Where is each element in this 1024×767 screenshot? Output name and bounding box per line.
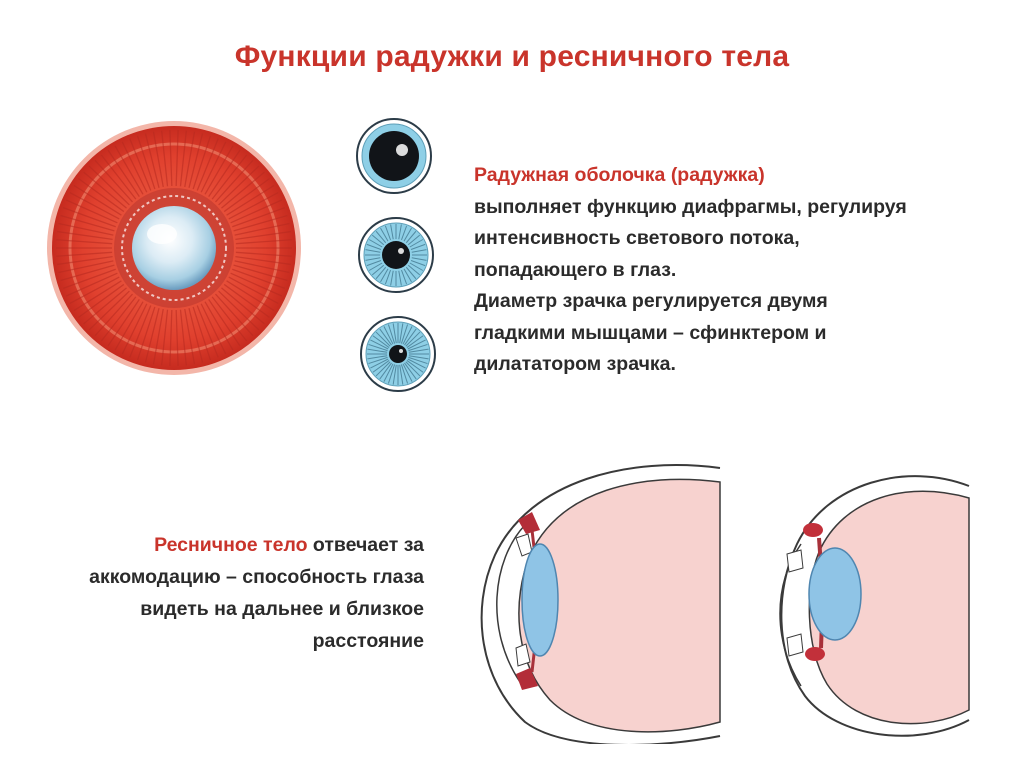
pupil-narrow-illustration bbox=[360, 316, 436, 392]
ciliary-description: Ресничное тело отвечает за аккомодацию –… bbox=[20, 529, 424, 657]
pupil-medium-illustration bbox=[358, 217, 434, 293]
ciliary-line: аккомодацию – способность глаза bbox=[89, 566, 424, 588]
ciliary-first-line: Ресничное тело отвечает за bbox=[20, 529, 424, 561]
ciliary-line: расстояние bbox=[312, 630, 424, 652]
pupil-wide-illustration bbox=[356, 118, 432, 194]
ciliary-heading: Ресничное тело bbox=[154, 534, 308, 556]
eye-far-accommodation-diagram bbox=[480, 464, 721, 744]
slide-title: Функции радужки и ресничного тела bbox=[234, 40, 790, 73]
iris-heading: Радужная оболочка (радужка) bbox=[474, 164, 765, 186]
iris-description: Радужная оболочка (радужка) выполняет фу… bbox=[474, 160, 994, 381]
iris-illustration bbox=[47, 121, 301, 375]
ciliary-line: видеть на дальнее и близкое bbox=[140, 598, 424, 620]
iris-line: дилататором зрачка. bbox=[474, 353, 676, 375]
iris-line: выполняет функцию диафрагмы, регулируя bbox=[474, 195, 907, 218]
iris-line: гладкими мышцами – сфинктером и bbox=[474, 321, 827, 344]
iris-line: Диаметр зрачка регулируется двумя bbox=[474, 290, 828, 312]
eye-near-accommodation-diagram bbox=[779, 475, 970, 737]
ciliary-first-line-rest: отвечает за bbox=[307, 534, 424, 556]
iris-line: интенсивность светового потока, bbox=[474, 227, 800, 249]
iris-line: попадающего в глаз. bbox=[474, 258, 677, 281]
